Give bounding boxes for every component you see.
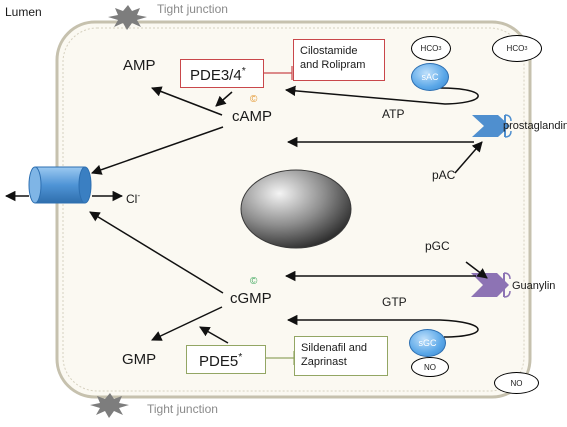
pgc-label: pGC (425, 239, 450, 253)
gtp-label: GTP (382, 295, 407, 309)
guanylin-label: Guanylin (512, 280, 556, 292)
cgmp-label: cGMP (230, 290, 272, 307)
nucleus (240, 169, 352, 249)
pde5-name: PDE5 (199, 353, 239, 370)
amp-label: AMP (123, 57, 156, 74)
hco3-inside-sub: 3 (438, 45, 442, 52)
arrow-cgmp-to-gmp (151, 306, 223, 341)
prostaglandins-label: prostaglandins (503, 120, 567, 132)
pac-label: pAC (432, 168, 456, 182)
pde34-drugs-box: Cilostamide and Rolipram (293, 39, 385, 81)
no-outside-oval: NO (494, 372, 539, 394)
arrow-pde34-to-camp (215, 91, 233, 107)
camp-label: cAMP (232, 108, 273, 125)
sac-enzyme: sAC (411, 63, 449, 91)
camp-marker-icon: © (250, 94, 258, 105)
lumen-label: Lumen (5, 5, 42, 19)
tight-junction-label-bottom: Tight junction (147, 402, 218, 416)
hco3-outside-base: HCO (506, 44, 525, 53)
chloride-ion-label: Cl- (126, 191, 140, 205)
pde5-box: PDE5* (186, 345, 266, 374)
arrow-sac-atp-to-camp (284, 85, 479, 105)
gmp-label: GMP (122, 351, 157, 368)
arrow-pde5-to-cgmp (199, 326, 229, 344)
tight-junction-star-bottom (90, 393, 129, 418)
pde5-drugs-box: Sildenafil and Zaprinast (294, 336, 388, 376)
pde5-label: PDE5* (199, 352, 242, 369)
chloride-symbol: Cl (126, 192, 138, 206)
pde34-box: PDE3/4* (180, 59, 264, 88)
pde34-drugs-line2: and Rolipram (300, 59, 366, 71)
tight-junction-star-top (108, 5, 147, 30)
tight-junction-label-top: Tight junction (157, 2, 228, 16)
cell-inner-membrane (62, 27, 525, 392)
pde34-drugs-line1: Cilostamide (300, 45, 358, 57)
arrow-camp-to-amp (151, 86, 223, 116)
pde34-mark: * (241, 65, 246, 77)
pde5-drugs-line2: Zaprinast (301, 356, 347, 368)
chloride-charge: - (137, 190, 141, 200)
guanylin-receptor (471, 272, 511, 298)
no-inside-oval: NO (411, 357, 449, 377)
hco3-outside-sub: 3 (524, 45, 528, 52)
pde5-mark: * (238, 351, 243, 363)
arrow-pgc-to-receptor (465, 261, 488, 279)
atp-label: ATP (382, 107, 405, 121)
pde34-label: PDE3/4* (190, 66, 246, 83)
chloride-channel (28, 166, 92, 204)
hco3-inside-base: HCO (420, 44, 439, 53)
arrow-sgc-gtp-to-cgmp (286, 314, 479, 338)
arrow-camp-to-channel (91, 126, 224, 175)
pde34-name: PDE3/4 (190, 67, 242, 84)
pde5-drugs-line1: Sildenafil and (301, 342, 368, 354)
sgc-enzyme: sGC (409, 329, 446, 357)
arrow-cgmp-to-channel (89, 211, 224, 294)
cgmp-marker-icon: © (250, 276, 258, 287)
arrow-pac-to-receptor (454, 141, 483, 174)
prostaglandin-receptor (472, 114, 512, 138)
